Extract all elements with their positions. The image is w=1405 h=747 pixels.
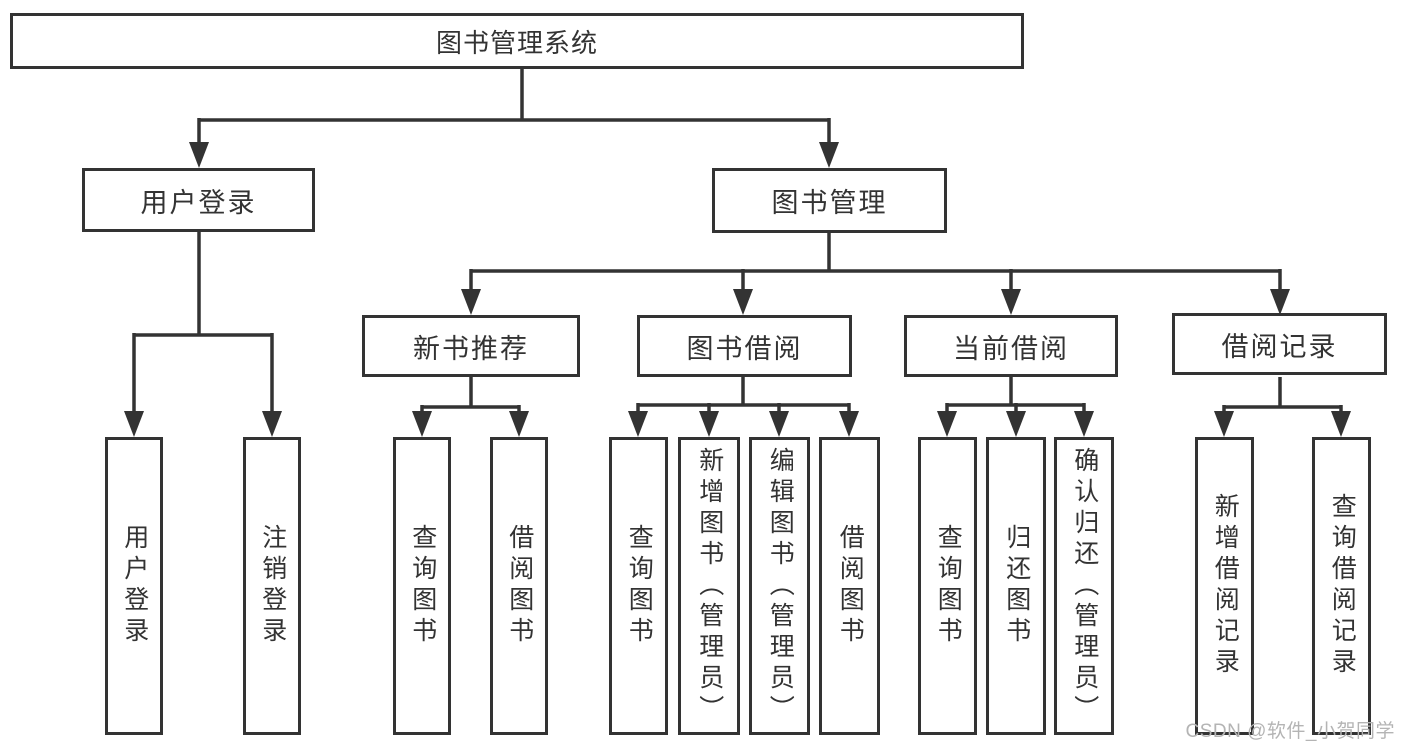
node-book-management: 图书管理 (712, 168, 947, 233)
node-borrow-records: 借阅记录 (1172, 313, 1387, 375)
node-label: 确认归还（管理员） (1070, 446, 1099, 726)
node-new-book-recommend: 新书推荐 (362, 315, 580, 377)
node-label: 查询图书 (408, 524, 437, 648)
leaf-query-book: 查询图书 (918, 437, 977, 735)
leaf-borrow-book: 借阅图书 (819, 437, 880, 735)
arrowheads (124, 142, 1351, 437)
connector-path (132, 68, 1343, 414)
leaf-add-borrow-record: 新增借阅记录 (1195, 437, 1254, 735)
csdn-watermark: CSDN @软件_小贺同学 (1185, 721, 1395, 742)
node-label: 新增图书（管理员） (695, 446, 724, 726)
node-label: 借阅图书 (836, 524, 865, 648)
node-user-login: 用户登录 (82, 168, 315, 232)
node-label: 归还图书 (1002, 524, 1031, 648)
node-label: 注销登录 (258, 524, 287, 648)
leaf-borrow-book: 借阅图书 (490, 437, 548, 735)
node-label: 新书推荐 (413, 333, 529, 364)
node-label: 图书管理 (771, 188, 888, 218)
node-label: 当前借阅 (953, 333, 1069, 364)
node-book-borrow: 图书借阅 (637, 315, 852, 377)
node-label: 图书管理系统 (435, 27, 598, 58)
leaf-confirm-return-admin: 确认归还（管理员） (1054, 437, 1114, 735)
leaf-query-book: 查询图书 (609, 437, 668, 735)
node-label: 编辑图书（管理员） (766, 446, 795, 726)
leaf-edit-book-admin: 编辑图书（管理员） (749, 437, 810, 735)
node-label: 查询借阅记录 (1328, 493, 1357, 679)
leaf-query-borrow-record: 查询借阅记录 (1312, 437, 1371, 735)
node-label: 查询图书 (934, 524, 963, 648)
leaf-user-login: 用户登录 (105, 437, 163, 735)
leaf-return-book: 归还图书 (986, 437, 1046, 735)
node-label: 图书借阅 (686, 333, 803, 364)
node-label: 用户登录 (140, 187, 257, 218)
node-label: 新增借阅记录 (1211, 493, 1240, 679)
node-label: 用户登录 (120, 524, 149, 648)
node-current-borrow: 当前借阅 (904, 315, 1118, 377)
node-library-management-system: 图书管理系统 (10, 13, 1024, 69)
node-label: 借阅记录 (1221, 331, 1338, 362)
leaf-add-book-admin: 新增图书（管理员） (678, 437, 740, 735)
leaf-query-book: 查询图书 (393, 437, 451, 735)
node-label: 借阅图书 (505, 524, 534, 648)
node-label: 查询图书 (625, 524, 654, 648)
leaf-logout: 注销登录 (243, 437, 301, 735)
